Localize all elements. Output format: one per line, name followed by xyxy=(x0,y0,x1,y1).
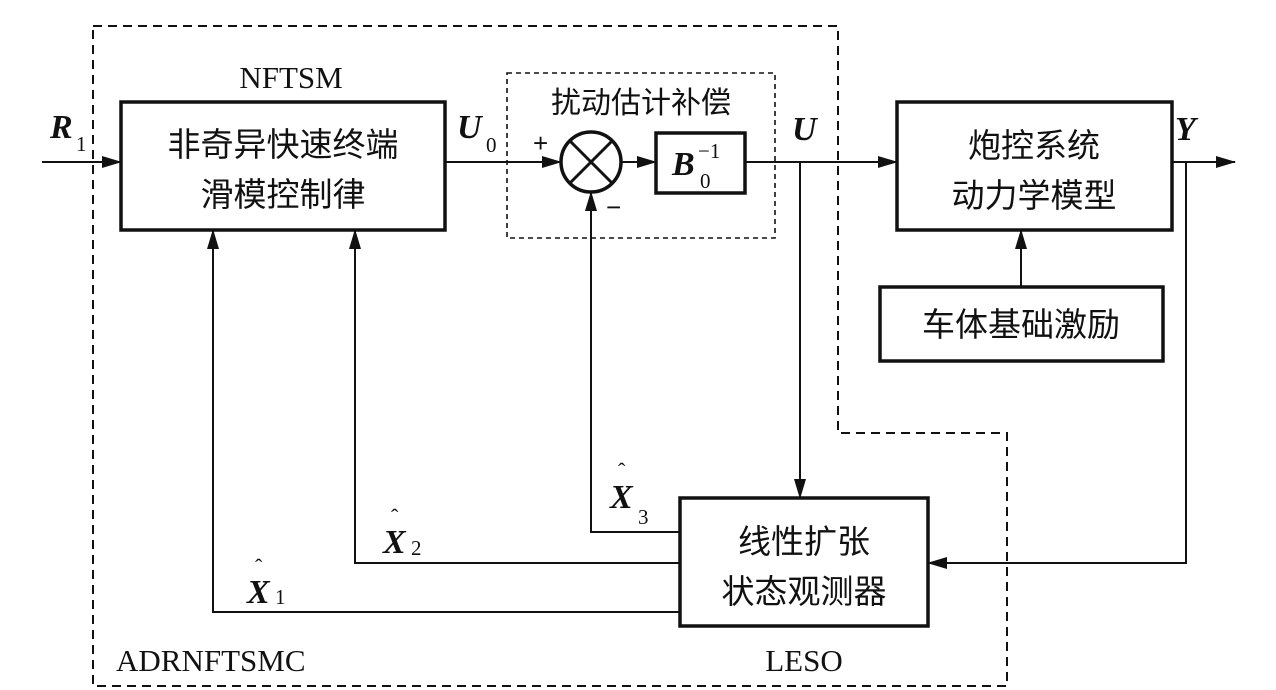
x3-label: X xyxy=(609,479,634,516)
x2-feedback-line xyxy=(349,229,680,564)
nftsm-label-line2: 滑模控制律 xyxy=(201,175,366,214)
nftsm-label-line1: 非奇异快速终端 xyxy=(168,125,399,164)
x1-label: X xyxy=(246,574,271,611)
plus-sign: + xyxy=(533,128,548,158)
compensation-caption: 扰动估计补偿 xyxy=(551,86,731,121)
x3-sub: 3 xyxy=(638,505,649,529)
r1-sub: 1 xyxy=(76,132,87,156)
r1-label: R xyxy=(49,109,73,146)
controller-boundary xyxy=(92,25,1008,687)
x1-feedback-line xyxy=(207,229,680,613)
gain-sup: −1 xyxy=(698,139,720,163)
y-to-leso-line xyxy=(927,162,1187,569)
leso-label-line1: 线性扩张 xyxy=(738,522,870,561)
controller-caption: ADRNFTSMC xyxy=(116,643,306,678)
y-label: Y xyxy=(1175,111,1199,148)
x3-feedback-line xyxy=(585,191,680,533)
minus-sign: − xyxy=(606,192,621,222)
u0-sub: 0 xyxy=(486,133,497,157)
x2-sub: 2 xyxy=(411,536,422,560)
leso-label-line2: 状态观测器 xyxy=(722,572,887,611)
x2-hat: ˆ xyxy=(391,504,399,529)
nftsm-caption: NFTSM xyxy=(239,60,342,95)
plant-label-line1: 炮控系统 xyxy=(968,126,1100,165)
compensation-boundary xyxy=(506,72,776,239)
gain-label: B xyxy=(671,146,695,183)
summing-junction xyxy=(559,130,623,194)
u0-label: U xyxy=(457,109,484,146)
x3-hat: ˆ xyxy=(618,458,626,483)
nftsm-block xyxy=(119,100,447,232)
x2-label: X xyxy=(382,524,407,561)
plant-label-line2: 动力学模型 xyxy=(952,176,1117,215)
leso-caption: LESO xyxy=(765,643,843,678)
x1-sub: 1 xyxy=(275,585,286,609)
gain-sub: 0 xyxy=(700,169,711,193)
plant-block xyxy=(895,100,1174,232)
x1-hat: ˆ xyxy=(255,554,263,579)
excitation-block xyxy=(878,285,1165,363)
u-label: U xyxy=(792,111,819,148)
excitation-label: 车体基础激励 xyxy=(922,305,1120,344)
